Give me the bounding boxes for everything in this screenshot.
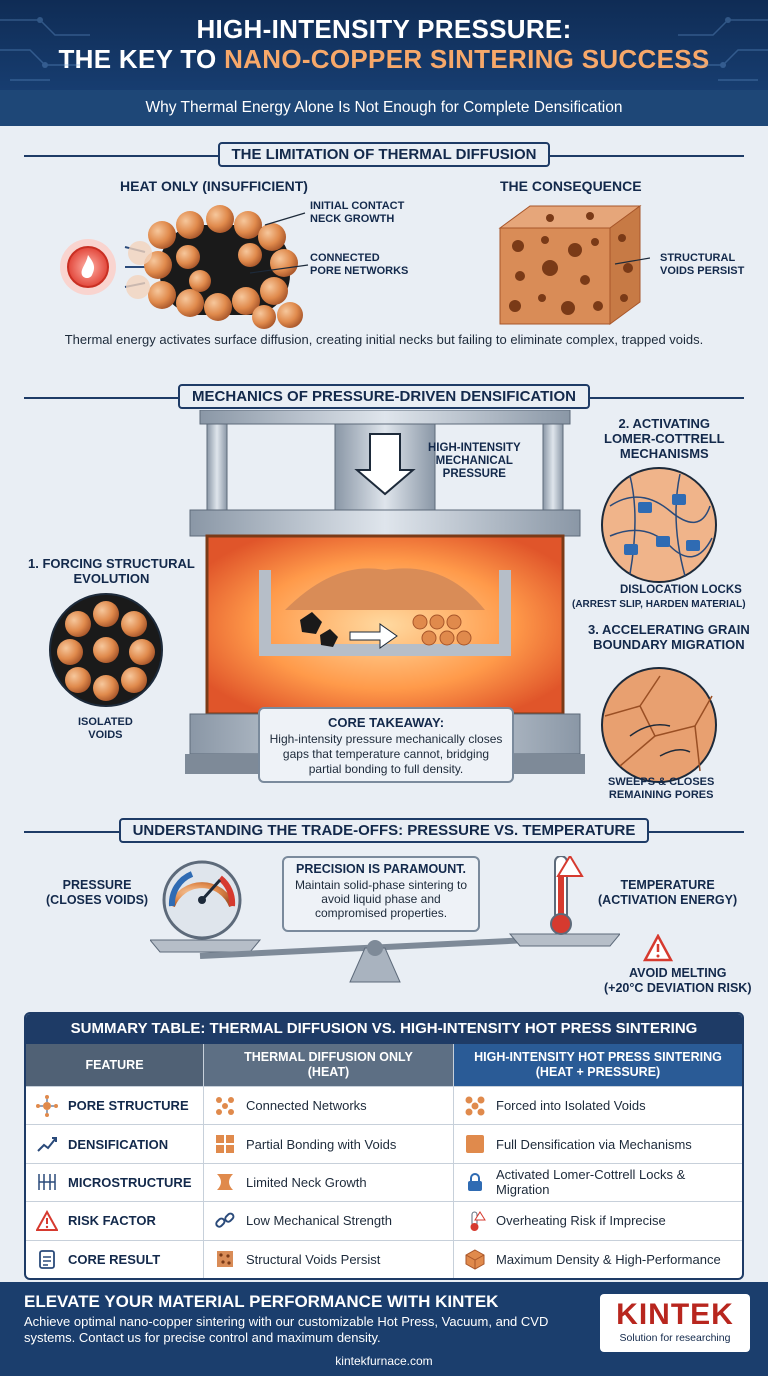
full-density-icon — [466, 1135, 484, 1154]
footer-url[interactable]: kintekfurnace.com — [335, 1354, 433, 1368]
core-takeaway-text: High-intensity pressure mechanically clo… — [269, 732, 503, 776]
feature-label: PORE STRUCTURE — [68, 1098, 189, 1114]
step-2-dislocation-locks-circle — [601, 467, 717, 583]
footer-title: ELEVATE YOUR MATERIAL PERFORMANCE WITH K… — [24, 1292, 499, 1311]
summary-table: SUMMARY TABLE: THERMAL DIFFUSION VS. HIG… — [24, 1012, 744, 1280]
circuit-decoration-left — [0, 17, 90, 81]
neck-growth-icon — [217, 1174, 233, 1191]
kintek-logo: KINTEK Solution for researching — [600, 1294, 750, 1352]
header-banner: HIGH-INTENSITY PRESSURE: THE KEY TO NANO… — [0, 0, 768, 90]
summary-table-title: SUMMARY TABLE: THERMAL DIFFUSION VS. HIG… — [26, 1014, 742, 1044]
avoid-melting-label: AVOID MELTING (+20°C DEVIATION RISK) — [604, 966, 752, 995]
hotpress-value: Forced into Isolated Voids — [496, 1098, 646, 1114]
pressure-label: HIGH-INTENSITY MECHANICAL PRESSURE — [428, 442, 521, 480]
step-2-caption-title: DISLOCATION LOCKS — [620, 584, 742, 596]
section-1-title-text: THE LIMITATION OF THERMAL DIFFUSION — [217, 142, 551, 167]
circuit-decoration-right — [678, 17, 768, 81]
pore-structure-icon — [36, 1094, 58, 1117]
title-line-1: HIGH-INTENSITY PRESSURE: — [196, 14, 572, 44]
temperature-tradeoff-label: TEMPERATURE (ACTIVATION ENERGY) — [598, 878, 738, 907]
precision-text: Maintain solid-phase sintering to avoid … — [294, 878, 468, 920]
precision-title: PRECISION IS PARAMOUNT. — [296, 862, 466, 876]
balance-scale-illustration — [150, 856, 620, 983]
logo-name: KINTEK — [616, 1298, 734, 1331]
lock-icon — [468, 1173, 482, 1192]
thermal-value: Partial Bonding with Voids — [246, 1136, 397, 1152]
section-3-title: UNDERSTANDING THE TRADE-OFFS: PRESSURE V… — [0, 818, 768, 843]
thermal-value: Connected Networks — [246, 1098, 367, 1114]
table-row: RISK FACTOR Low Mechanical Strength Over… — [26, 1201, 742, 1240]
footer-text: Achieve optimal nano-copper sintering wi… — [24, 1314, 549, 1345]
callout-neck-growth: INITIAL CONTACT NECK GROWTH — [310, 200, 405, 225]
risk-warning-icon — [36, 1209, 58, 1231]
warning-icon — [643, 934, 673, 962]
thermometer-icon — [470, 1210, 486, 1231]
table-row: PORE STRUCTURE Connected Networks Forced… — [26, 1086, 742, 1125]
step-3-label: 3. ACCELERATING GRAIN BOUNDARY MIGRATION — [588, 622, 750, 652]
table-row: DENSIFICATION Partial Bonding with Voids… — [26, 1124, 742, 1163]
core-takeaway-title: CORE TAKEAWAY: — [327, 715, 445, 730]
table-row: MICROSTRUCTURE Limited Neck Growth Activ… — [26, 1162, 742, 1202]
heat-only-label: HEAT ONLY (INSUFFICIENT) — [120, 178, 308, 194]
section-2-title-text: MECHANICS OF PRESSURE-DRIVEN DENSIFICATI… — [178, 384, 590, 409]
step-1-caption: ISOLATED VOIDS — [78, 716, 133, 741]
title-line-2: THE KEY TO NANO-COPPER SINTERING SUCCESS — [0, 44, 768, 74]
porous-block-illustration — [498, 205, 650, 325]
title-line-2-prefix: THE KEY TO — [58, 44, 225, 74]
partial-bonding-icon — [216, 1135, 234, 1154]
table-row: CORE RESULT Structural Voids Persist Max… — [26, 1239, 742, 1278]
section-3-title-text: UNDERSTANDING THE TRADE-OFFS: PRESSURE V… — [118, 818, 650, 843]
title-line-2-highlight: NANO-COPPER SINTERING SUCCESS — [224, 44, 710, 74]
porous-cube-icon — [217, 1251, 233, 1268]
isolated-voids-icon — [465, 1096, 485, 1116]
thermal-value: Low Mechanical Strength — [246, 1213, 392, 1229]
subtitle: Why Thermal Energy Alone Is Not Enough f… — [0, 90, 768, 126]
hotpress-value: Activated Lomer-Cottrell Locks & Migrati… — [496, 1167, 686, 1198]
callout-structural-voids: STRUCTURAL VOIDS PERSIST — [660, 252, 745, 277]
logo-tagline: Solution for researching — [619, 1332, 731, 1344]
header-hotpress: HIGH-INTENSITY HOT PRESS SINTERING (HEAT… — [454, 1044, 742, 1086]
connected-network-icon — [216, 1096, 234, 1115]
core-takeaway-box: CORE TAKEAWAY: High-intensity pressure m… — [258, 707, 514, 783]
thermal-value: Structural Voids Persist — [246, 1251, 381, 1267]
step-1-isolated-voids-circle — [49, 593, 163, 707]
hotpress-value: Full Densification via Mechanisms — [496, 1136, 692, 1152]
pressure-tradeoff-label: PRESSURE (CLOSES VOIDS) — [46, 878, 149, 907]
section-2-title: MECHANICS OF PRESSURE-DRIVEN DENSIFICATI… — [0, 384, 768, 409]
footer-banner: ELEVATE YOUR MATERIAL PERFORMANCE WITH K… — [0, 1282, 768, 1376]
step-1-label: 1. FORCING STRUCTURAL EVOLUTION — [28, 556, 195, 586]
header-thermal: THERMAL DIFFUSION ONLY (HEAT) — [204, 1044, 454, 1086]
step-3-caption: SWEEPS & CLOSES REMAINING PORES — [608, 776, 715, 801]
thermal-value: Limited Neck Growth — [246, 1174, 367, 1190]
header-feature: FEATURE — [26, 1044, 204, 1086]
hotpress-value: Overheating Risk if Imprecise — [496, 1213, 666, 1229]
densification-trend-icon — [37, 1137, 57, 1152]
hotpress-value: Maximum Density & High-Performance — [496, 1251, 721, 1267]
broken-chain-icon — [215, 1212, 235, 1228]
thermal-diffusion-note: Thermal energy activates surface diffusi… — [64, 332, 704, 347]
step-2-label: 2. ACTIVATING LOMER-COTTRELL MECHANISMS — [604, 416, 725, 461]
step-3-grain-boundary-circle — [601, 667, 717, 783]
consequence-label: THE CONSEQUENCE — [500, 178, 642, 194]
section-1-title: THE LIMITATION OF THERMAL DIFFUSION — [0, 142, 768, 167]
feature-label: MICROSTRUCTURE — [68, 1174, 192, 1190]
clipboard-icon — [39, 1250, 55, 1270]
heat-only-particles-diagram — [60, 205, 309, 329]
callout-connected-pores: CONNECTED PORE NETWORKS — [310, 252, 409, 277]
solid-cube-icon — [465, 1249, 485, 1270]
microstructure-icon — [38, 1174, 56, 1191]
feature-label: RISK FACTOR — [68, 1213, 156, 1229]
feature-label: DENSIFICATION — [68, 1136, 169, 1152]
precision-callout: PRECISION IS PARAMOUNT. Maintain solid-p… — [282, 856, 480, 932]
step-2-caption-sub: (ARREST SLIP, HARDEN MATERIAL) — [572, 599, 746, 610]
feature-label: CORE RESULT — [68, 1251, 161, 1267]
summary-table-header-row: FEATURE THERMAL DIFFUSION ONLY (HEAT) HI… — [26, 1044, 742, 1086]
